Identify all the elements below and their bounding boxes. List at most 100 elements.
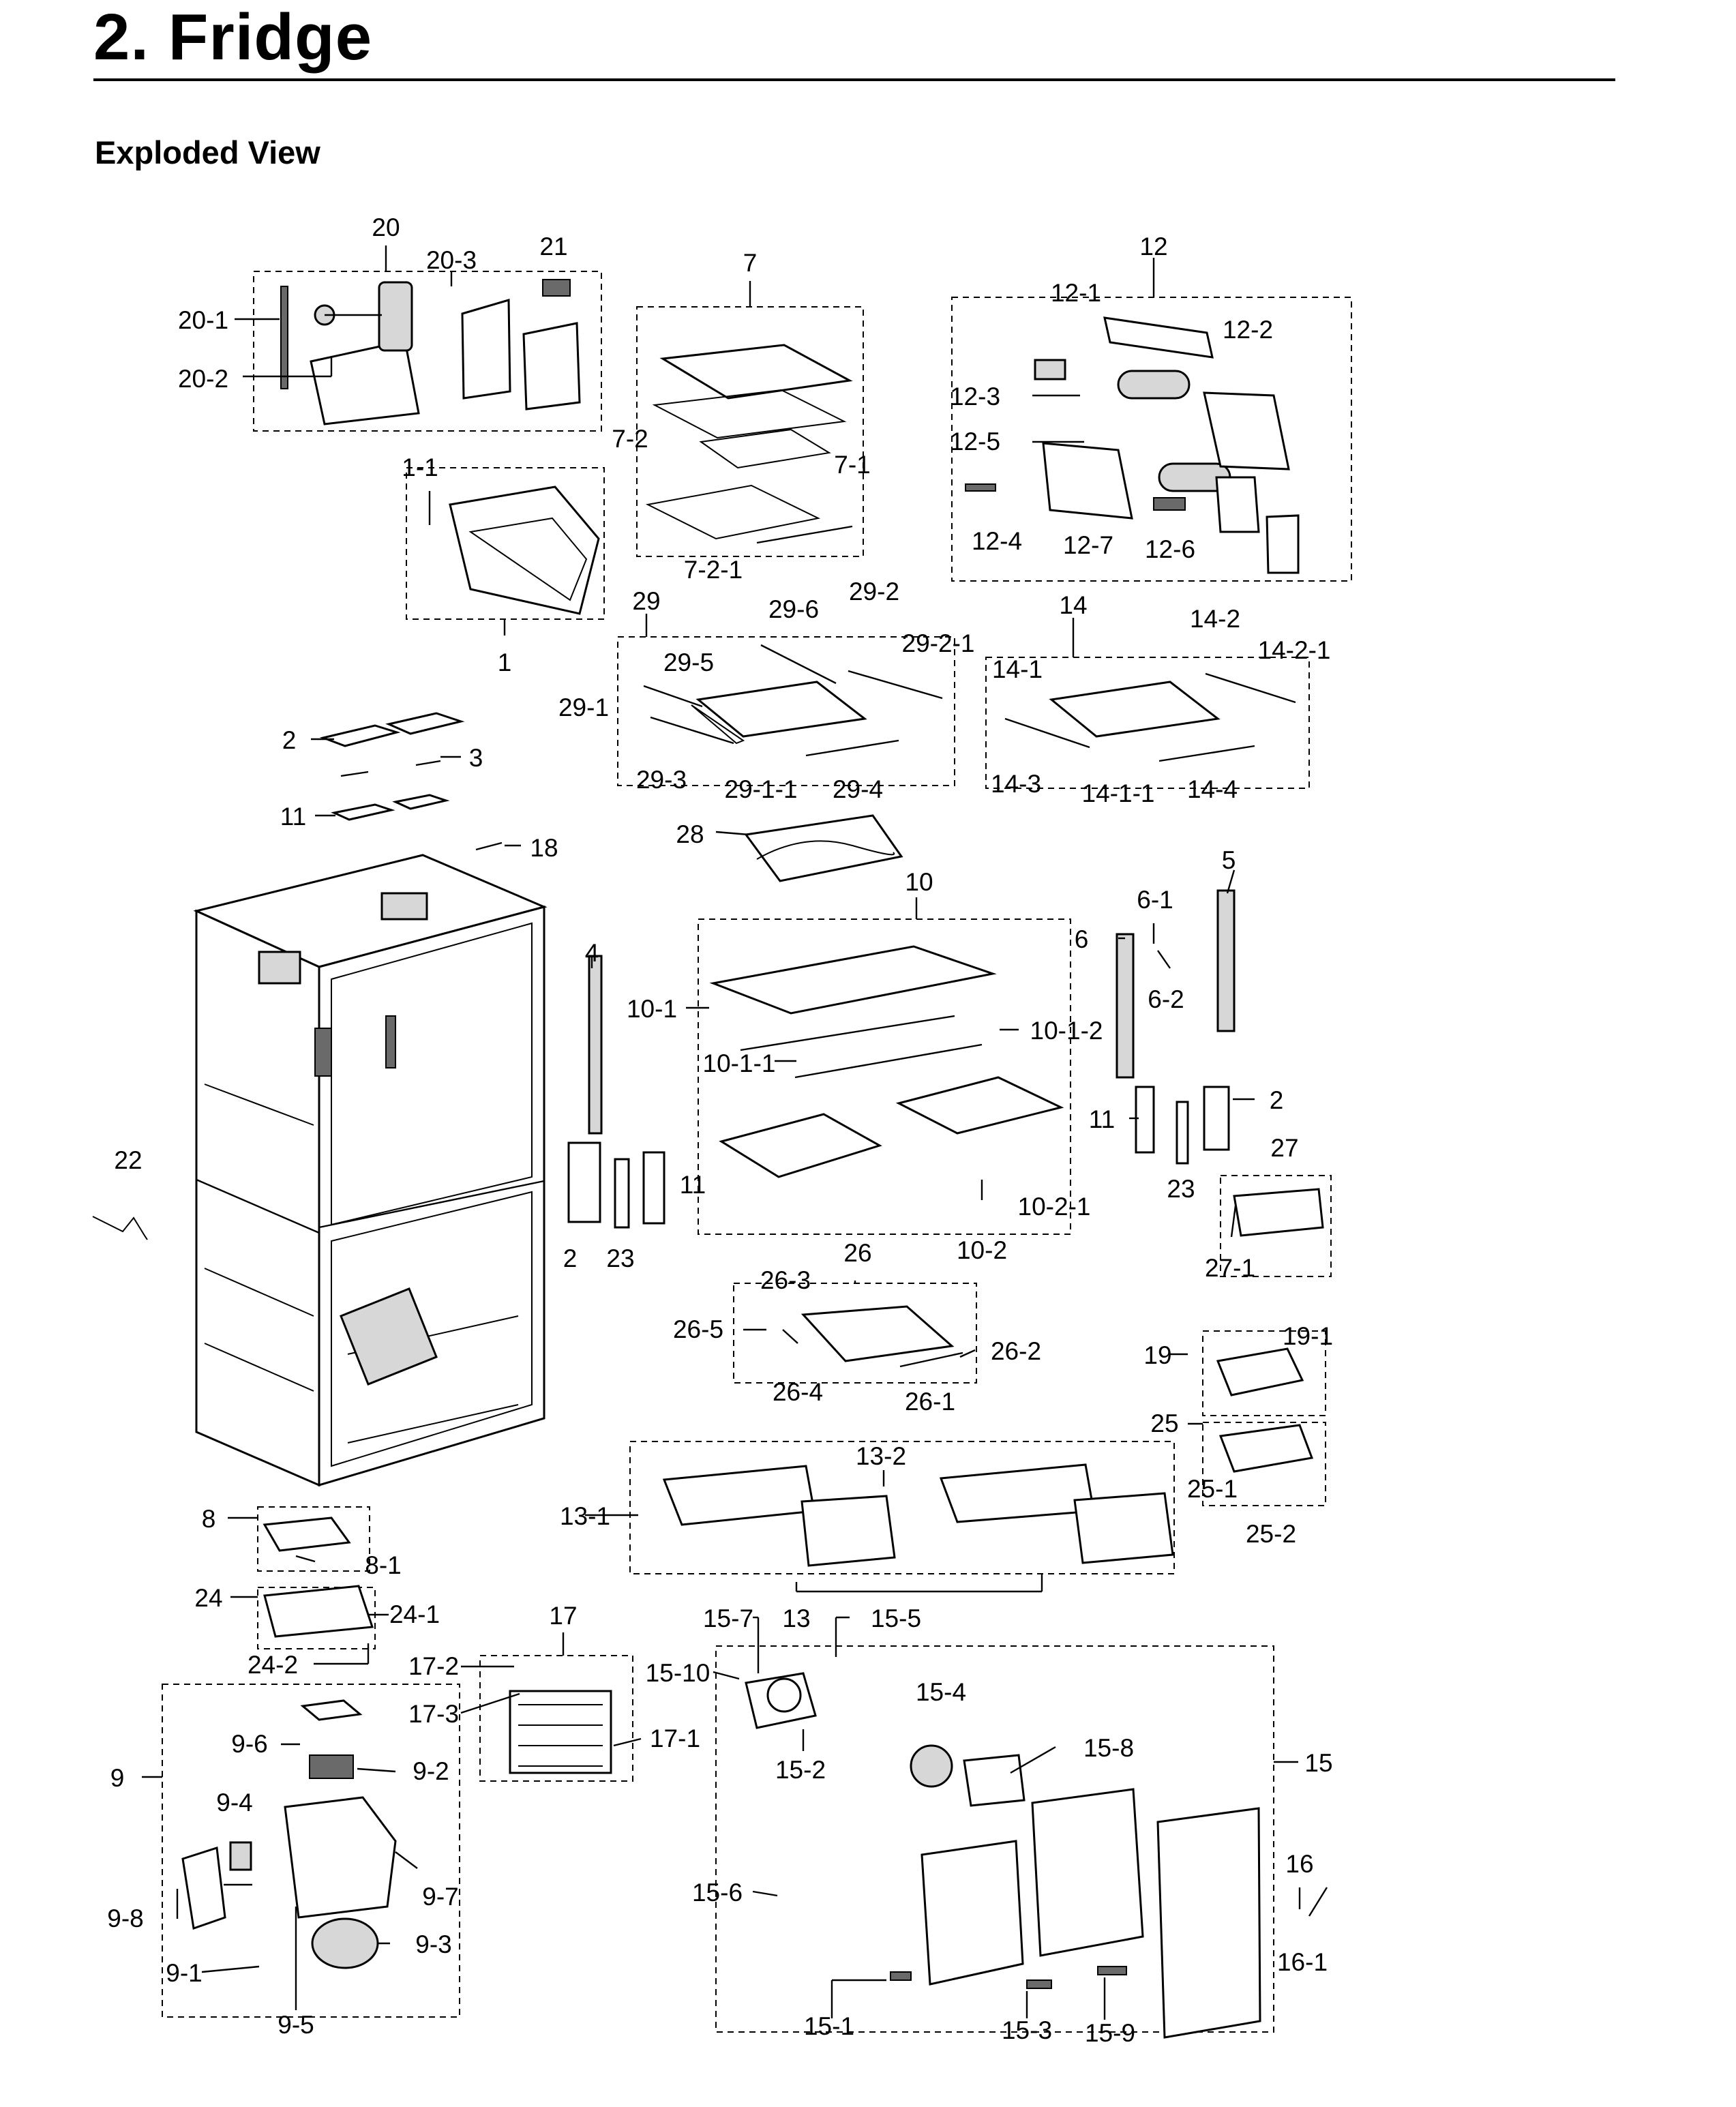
part-label: 15-4 [916,1678,966,1706]
part-label: 2 [282,726,297,754]
part-label: 12-7 [1063,531,1113,559]
box-27 [1220,1175,1332,1277]
part-label: 10-2-1 [1018,1193,1091,1221]
box-17 [479,1655,633,1782]
box-29 [617,636,955,786]
part-label: 19 [1143,1341,1171,1369]
part-label: 20-1 [178,306,228,334]
part-label: 10-1-2 [1030,1017,1103,1045]
leader-lines [142,245,1328,2020]
part-label: 12-2 [1223,316,1273,344]
part-label: 13-2 [856,1442,906,1470]
part-label: 15-9 [1085,2019,1135,2047]
part-label: 15-10 [646,1659,710,1687]
part-label: 9-8 [107,1904,143,1932]
part-label: 15 [1304,1749,1332,1777]
box-14 [985,657,1310,789]
part-label: 23 [606,1244,634,1272]
part-label: 7-2-1 [684,556,743,584]
part-label: 29 [632,587,660,615]
part-label: 15-7 [703,1604,753,1632]
part-label: 24 [194,1584,222,1612]
part-label: 12-1 [1051,279,1101,307]
part-label: 11 [1089,1105,1115,1133]
part-label: 22 [114,1146,142,1174]
part-label: 8 [202,1505,216,1533]
box-15 [715,1645,1274,2033]
part-label: 3 [469,744,483,772]
part-label: 9 [110,1764,125,1792]
part-label: 5 [1222,846,1236,874]
part-label: 9-7 [422,1883,458,1911]
part-label: 29-4 [833,775,883,803]
part-label: 9-6 [231,1730,267,1758]
part-label: 29-1 [558,693,609,721]
part-label: 4 [585,939,599,967]
part-label: 20-3 [426,246,477,274]
part-label: 15-3 [1002,2016,1052,2044]
part-label: 17-3 [408,1700,459,1728]
part-label: 29-1-1 [725,775,798,803]
part-label: 9-2 [413,1757,449,1785]
part-label: 21 [539,233,567,260]
box-25 [1202,1422,1326,1506]
part-label: 1 [498,648,512,676]
part-label: 1-1 [402,453,438,481]
part-label: 9-5 [278,2011,314,2039]
part-label: 11 [680,1171,706,1199]
part-label: 26 [843,1239,871,1267]
part-label: 9-3 [415,1930,451,1958]
part-label: 6-2 [1148,985,1184,1013]
part-label: 29-5 [663,648,714,676]
part-label: 29-2 [849,578,899,606]
part-label: 29-3 [636,766,687,794]
part-label: 14-3 [991,770,1041,798]
part-label: 10-1-1 [703,1049,776,1077]
part-label: 15-5 [871,1604,921,1632]
part-label: 15-1 [804,2012,854,2040]
part-label: 10-2 [957,1236,1007,1264]
box-7 [636,306,864,557]
part-label: 27-1 [1205,1254,1255,1282]
part-label: 26-2 [991,1337,1041,1365]
part-label: 6-1 [1137,886,1173,914]
part-label: 14-2 [1190,605,1240,633]
part-label: 14-4 [1187,775,1238,803]
part-label: 27 [1270,1134,1298,1162]
parts [92,279,1324,2039]
part-label: 28 [676,820,704,848]
part-label: 14 [1059,591,1087,619]
box-24 [257,1587,376,1649]
part-label: 29-2-1 [902,629,975,657]
part-label: 25 [1150,1409,1178,1437]
part-label: 15-6 [692,1879,743,1907]
part-label: 11 [280,803,306,831]
part-label: 26-3 [760,1266,811,1294]
part-label: 14-1 [992,655,1043,683]
part-label: 20 [372,213,400,241]
part-label: 23 [1167,1175,1195,1203]
part-label: 24-1 [389,1600,440,1628]
part-label: 7-2 [612,425,648,453]
box-8 [257,1506,370,1572]
part-label: 29-6 [768,595,819,623]
group-boxes [162,271,1352,2033]
part-label: 10-1 [627,995,677,1023]
part-label: 14-1-1 [1082,779,1155,807]
part-label: 25-1 [1187,1475,1238,1503]
title-rule [93,78,1615,81]
part-label: 16-1 [1277,1948,1328,1976]
part-label: 6 [1075,925,1089,953]
part-label: 12-5 [950,428,1000,455]
part-label: 17 [549,1602,577,1630]
part-label: 25-2 [1246,1520,1296,1548]
box-9 [162,1684,460,2018]
part-label: 18 [530,834,558,862]
part-label: 13-1 [560,1502,610,1530]
part-label: 7-1 [834,451,870,479]
part-label: 26-4 [773,1378,823,1406]
box-19 [1202,1330,1326,1416]
part-label: 19-1 [1283,1322,1333,1350]
part-label: 13 [782,1604,810,1632]
